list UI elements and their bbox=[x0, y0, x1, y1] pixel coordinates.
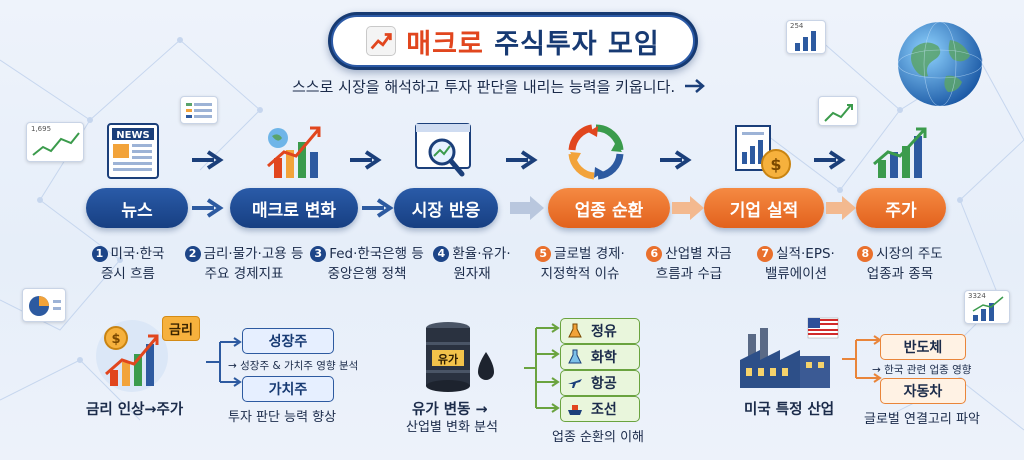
mini-list-card bbox=[180, 96, 218, 124]
svg-text:$: $ bbox=[770, 155, 781, 174]
flow-step-market: 시장 반응 bbox=[394, 188, 498, 228]
svg-text:유가: 유가 bbox=[438, 352, 458, 366]
flow-arrow-icon bbox=[672, 196, 704, 220]
flow-step-macro: 매크로 변화 bbox=[230, 188, 358, 228]
rate-tag: 금리 bbox=[162, 316, 200, 341]
trend-icon bbox=[824, 104, 853, 122]
airplane-icon bbox=[568, 379, 582, 388]
pie-chart-icon bbox=[29, 296, 61, 316]
flow-step-price: 주가 bbox=[856, 188, 946, 228]
sector-aviation: 항공 bbox=[560, 370, 640, 396]
sector-chemical: 화학 bbox=[560, 344, 640, 370]
news-icon: NEWS bbox=[107, 123, 159, 179]
semiconductor-box: 반도체 bbox=[880, 334, 966, 360]
value-stock-box: 가치주 bbox=[242, 376, 334, 402]
flow-arrow-icon bbox=[362, 198, 394, 218]
flow-arrow-icon bbox=[192, 198, 224, 218]
mini-pie-card bbox=[22, 288, 66, 322]
chart-up-icon bbox=[366, 26, 397, 56]
list-icon bbox=[186, 103, 212, 118]
ship-icon bbox=[568, 405, 582, 415]
us-industry-footer: 글로벌 연결고리 파악 bbox=[864, 412, 980, 427]
rate-footer: 투자 판단 능력 향상 bbox=[228, 410, 337, 425]
arrow-right-icon bbox=[685, 79, 706, 93]
branch-lines bbox=[524, 323, 560, 413]
title-banner: 매크로 주식투자 모임 bbox=[328, 12, 698, 70]
rate-caption: 금리 인상→주가 bbox=[86, 402, 184, 418]
mini-bar-chart-icon bbox=[972, 296, 1004, 321]
svg-text:$: $ bbox=[111, 332, 120, 347]
us-industry-caption: 미국 특정 산업 bbox=[744, 402, 835, 418]
oil-barrel-icon: 유가 bbox=[426, 322, 494, 392]
stock-price-icon bbox=[873, 127, 927, 178]
automobile-box: 자동차 bbox=[880, 378, 966, 404]
flow-step-news: 뉴스 bbox=[86, 188, 188, 228]
flow-arrow-icon bbox=[506, 150, 538, 170]
flow-arrow-icon bbox=[350, 150, 382, 170]
flow-step-sector: 업종 순환 bbox=[548, 188, 670, 228]
flask-icon bbox=[568, 323, 582, 338]
mini-chart-card: 1,695 bbox=[26, 122, 84, 162]
oil-footer: 업종 순환의 이해 bbox=[552, 430, 644, 445]
rate-growth-icon: $ bbox=[96, 320, 168, 392]
flow-arrow-icon bbox=[192, 150, 224, 170]
mini-trend-card bbox=[818, 96, 858, 126]
oil-caption-1: 유가 변동 → bbox=[412, 402, 488, 418]
earnings-report-icon: $ bbox=[735, 125, 791, 179]
beaker-icon bbox=[568, 349, 582, 364]
mini-bar-card-2: 3324 bbox=[964, 290, 1010, 324]
page-title: 매크로 주식투자 모임 bbox=[406, 28, 660, 60]
sector-refining: 정유 bbox=[560, 318, 640, 344]
flow-arrow-icon bbox=[660, 150, 692, 170]
macro-chart-icon bbox=[267, 126, 321, 178]
subtitle: 스스로 시장을 해석하고 투자 판단을 내리는 능력을 키웁니다. bbox=[292, 74, 752, 98]
flow-step-earnings: 기업 실적 bbox=[704, 188, 824, 228]
branch-lines bbox=[206, 337, 242, 387]
flow-arrow-icon bbox=[510, 196, 544, 220]
growth-value-note: → 성장주 & 가치주 영향 분석 bbox=[228, 360, 359, 372]
globe-icon bbox=[897, 21, 983, 107]
market-analysis-icon bbox=[415, 123, 471, 177]
mini-bar-chart-icon bbox=[795, 31, 816, 51]
factory-icon bbox=[740, 317, 839, 388]
oil-caption-2: 산업별 변화 분석 bbox=[406, 420, 498, 435]
flow-arrow-icon bbox=[826, 196, 856, 220]
flow-arrow-icon bbox=[814, 150, 846, 170]
cycle-icon bbox=[568, 124, 624, 180]
mini-bar-card: 254 bbox=[786, 20, 826, 54]
growth-stock-box: 성장주 bbox=[242, 328, 334, 354]
sector-shipbuilding: 조선 bbox=[560, 396, 640, 422]
mini-line-chart-icon bbox=[32, 132, 80, 156]
svg-text:NEWS: NEWS bbox=[116, 130, 149, 141]
korea-impact-note: → 한국 관련 업종 영향 bbox=[872, 364, 972, 376]
